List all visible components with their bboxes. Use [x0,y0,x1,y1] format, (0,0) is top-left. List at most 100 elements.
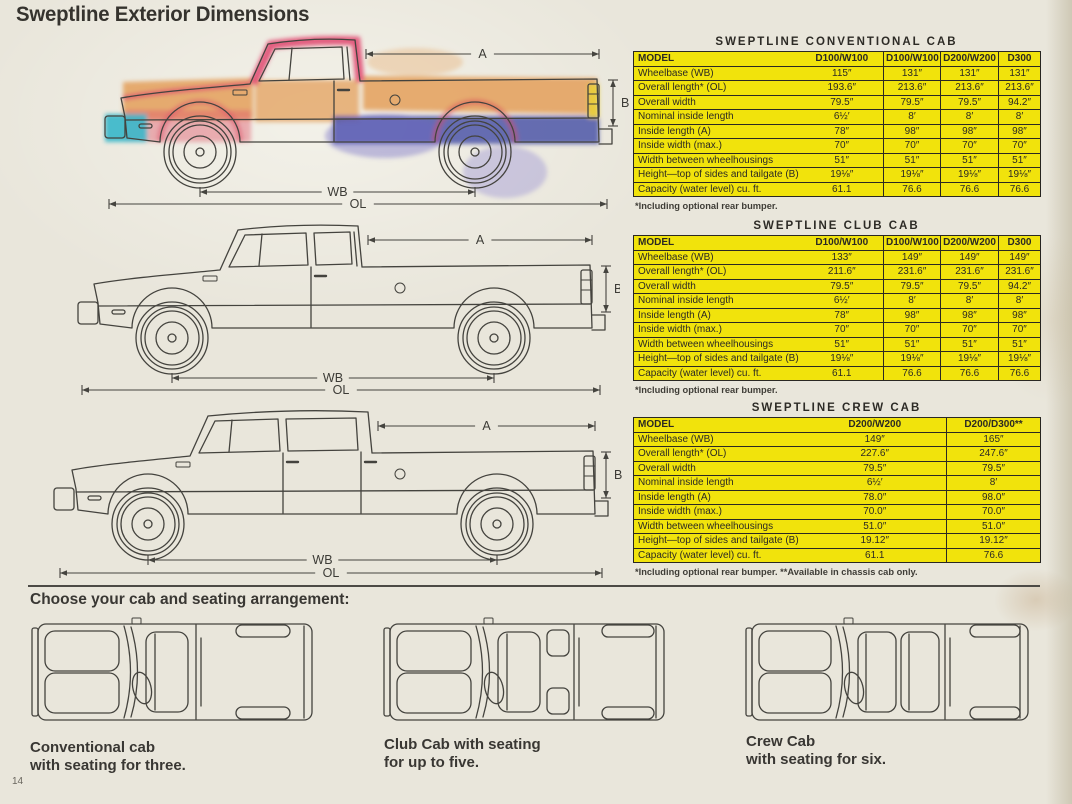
spec-row-8-label: Capacity (water level) cu. ft. [633,547,804,563]
caption-line-2: for up to five. [384,753,479,771]
conventional-cab-side-svg: A B WB OL [104,36,629,209]
spec-row-4-value-2: 98″ [883,307,941,323]
dimension-ol: OL [81,383,601,395]
column-header-value-2: D100/W100 [883,235,941,251]
spec-row-6-value-2: 51.0″ [946,518,1041,534]
hood-panel-left [758,630,832,672]
body [751,623,1029,721]
emblem [175,461,191,468]
spec-row-7-value-2: 19.12″ [946,533,1041,549]
spec-row-6-label: Width between wheelhousings [633,518,804,534]
spec-row-3-label: Nominal inside length [633,109,801,125]
spec-row-5-value-1: 70″ [800,138,884,154]
dimension-label: B [614,468,622,482]
front-bench-seat [857,631,897,713]
spec-row-0-value-3: 149″ [940,249,999,265]
hood-panel-left [44,630,120,672]
dimension-b: B [608,79,629,127]
windshield-inner [482,626,491,718]
spec-row-8-value-3: 76.6 [940,181,999,197]
spec-row-4-value-4: 98″ [998,307,1041,323]
spec-row-1-label: Overall length* (OL) [633,264,801,280]
windshield [835,625,844,719]
spec-row-2-value-1: 79.5″ [803,460,947,476]
side-window [258,46,345,82]
club-cab-caption: Club Cab with seating for up to five. [384,736,541,771]
spec-row-0-value-2: 149″ [883,249,941,265]
mirror [131,617,142,625]
spec-row-8-value-2: 76.6 [946,547,1041,563]
windshield [123,625,132,719]
mirror [843,617,854,625]
rear-bumper [598,128,613,145]
spec-row-0-value-1: 133″ [800,249,884,265]
spec-row-4-value-2: 98″ [883,123,941,139]
dimension-label: A [478,47,487,61]
caption-line-2: with seating for six. [746,750,887,768]
spec-row-2-value-2: 79.5″ [883,94,941,110]
spec-row-2-value-1: 79.5″ [800,278,884,294]
truck-line-art [77,224,606,375]
column-header-label: MODEL [633,417,804,433]
spec-row-8-label: Capacity (water level) cu. ft. [633,365,801,381]
taillight [583,455,596,491]
spec-row-4-value-3: 98″ [940,307,999,323]
spec-row-2-value-2: 79.5″ [883,278,941,294]
crew-cab-top-view [742,612,1044,734]
column-header-value-4: D300 [998,51,1041,67]
column-header-value-3: D200/W200 [940,51,999,67]
spec-row-3-value-1: 6½′ [803,475,947,491]
spec-row-6-label: Width between wheelhousings [633,336,801,352]
spec-row-6-value-4: 51″ [998,336,1041,352]
top-view-line-art [383,617,665,721]
spec-row-8-value-2: 76.6 [883,365,941,381]
rear-wheel [460,487,534,561]
dimension-label: OL [323,566,340,578]
column-header-value-1: D200/W200 [803,417,947,433]
vent-window-line [288,47,293,81]
spec-row-1-value-2: 213.6″ [883,80,941,96]
top-view-line-art [31,617,313,721]
dimension-b: B [601,265,620,313]
rear-bumper [594,500,609,517]
emblem [232,89,248,96]
spec-row-6-value-1: 51″ [800,336,884,352]
crew-cab-side-svg: A B WB OL [53,410,622,578]
dimension-b: B [601,451,622,499]
conventional-cab-side-drawing: A B WB OL [85,24,630,209]
spec-row-1-value-2: 231.6″ [883,264,941,280]
caption-line-1: Club Cab with seating [384,736,541,753]
spec-row-0-label: Wheelbase (WB) [633,249,801,265]
spec-row-4-value-3: 98″ [940,123,999,139]
spec-row-3-value-2: 8′ [883,109,941,125]
spec-row-0-value-2: 165″ [946,431,1041,447]
spec-row-3-label: Nominal inside length [633,475,804,491]
spec-row-3-value-2: 8′ [883,293,941,309]
table-footnote: *Including optional rear bumper. **Avail… [635,567,918,577]
table-title: SWEPTLINE CREW CAB [751,402,922,414]
spec-row-7-value-3: 19⅛″ [940,351,999,367]
dimension-label: A [482,419,491,433]
spec-row-0-value-2: 131″ [883,65,941,81]
spec-row-5-value-2: 70″ [883,322,941,338]
wheelhousing-top [969,624,1021,638]
spec-row-7-label: Height—top of sides and tailgate (B) [633,167,801,183]
crew-cab-side-drawing: A B WB OL [40,396,624,578]
body [37,623,313,721]
spec-row-4-value-1: 78″ [800,123,884,139]
spec-row-4-label: Inside length (A) [633,123,801,139]
front-bumper [104,115,126,139]
table-title: SWEPTLINE CLUB CAB [753,220,920,232]
spec-row-2-label: Overall width [633,278,801,294]
rear-wheel [438,115,512,189]
dimension-wb: WB [199,185,476,199]
spec-row-7-value-2: 19⅛″ [883,167,941,183]
spec-row-3-value-3: 8′ [940,293,999,309]
spec-row-4-value-1: 78″ [800,307,884,323]
spec-row-1-value-3: 231.6″ [940,264,999,280]
spec-row-6-value-2: 51″ [883,152,941,168]
spec-row-3-label: Nominal inside length [633,293,801,309]
spec-row-8-value-2: 76.6 [883,181,941,197]
